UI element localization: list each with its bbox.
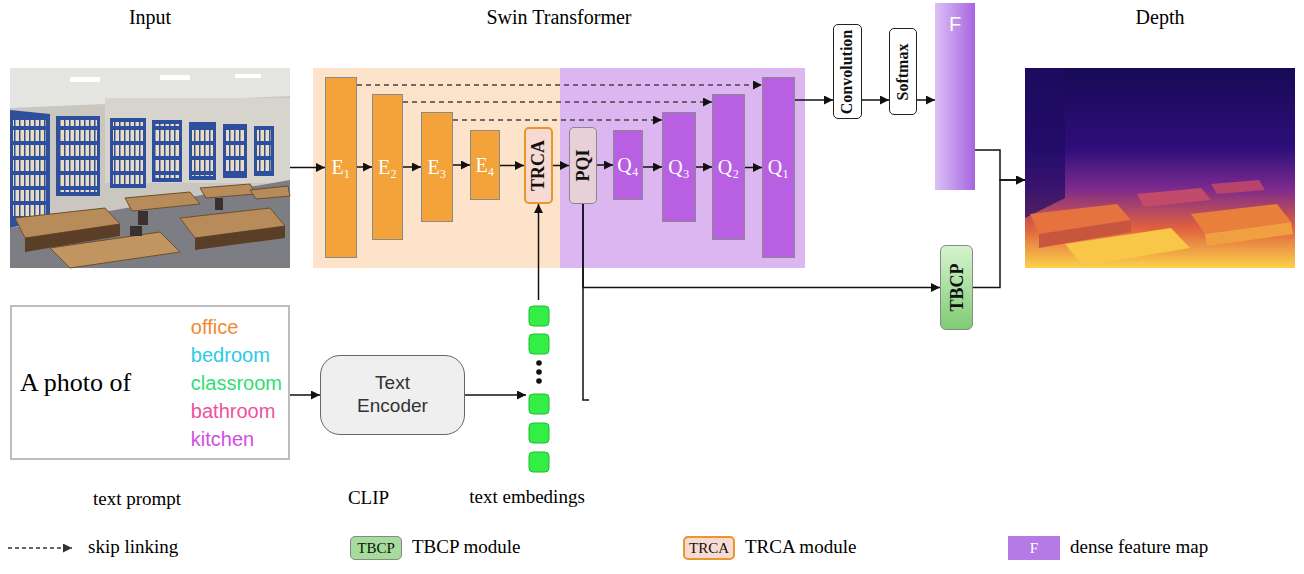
input-image: Input (10, 68, 290, 268)
text-encoder: Text EncoderCLIP (320, 355, 465, 435)
legend-anchor: skip linking (88, 536, 178, 558)
connector (696, 166, 712, 168)
prompt-word: bathroom (191, 397, 276, 425)
connector (290, 394, 320, 396)
connector (403, 166, 421, 168)
connector (745, 167, 762, 169)
embedding-column (529, 306, 549, 472)
connector (917, 99, 935, 101)
text-embeddings: text embedings (526, 300, 589, 476)
connector (862, 99, 889, 101)
node-label: text embedings (469, 486, 585, 507)
label-anchor: CLIP (348, 487, 389, 509)
swatch-label: TBCP (357, 540, 395, 557)
label-anchor: text embedings (469, 486, 585, 508)
classroom-photo (10, 68, 290, 268)
node-label: Q₂ (718, 156, 739, 179)
label-anchor: Swin Transformer (486, 6, 631, 29)
skip-link (453, 119, 662, 120)
trca-module: TRCA (524, 127, 553, 204)
node-label: Convolution (839, 29, 857, 113)
node-label: text prompt (93, 488, 181, 509)
connector (973, 180, 1025, 288)
pqi-module: PQI (569, 127, 597, 204)
encoder-stage: E₄ (470, 130, 500, 200)
node-label: Swin Transformer (486, 6, 631, 28)
legend-anchor: dense feature map (1070, 536, 1208, 558)
prompt-word: kitchen (191, 425, 254, 453)
node-label: Depth (1136, 6, 1185, 28)
encoder-stage: E₂ (372, 94, 403, 240)
node-label: Text Encoder (339, 372, 446, 418)
node-label: PQI (573, 149, 594, 181)
node-label: E₂ (378, 156, 397, 179)
node-label: Q₄ (617, 154, 638, 177)
legend-anchor: TRCA module (745, 536, 856, 558)
prompt-word: classroom (191, 369, 282, 397)
legend-text: TRCA module (745, 536, 856, 557)
node-label: Input (129, 6, 171, 28)
connector (975, 150, 1025, 180)
decoder-stage: Q₄ (613, 130, 643, 200)
node-label: Softmax (894, 43, 912, 100)
legend-dashed-sample (8, 548, 72, 549)
word-column: officebedroomclassroombathroomkitchen (191, 313, 282, 453)
swatch-label: TRCA (689, 540, 729, 557)
node-label: E₄ (475, 154, 494, 177)
node-label: Q₁ (768, 156, 789, 179)
tbcp-module: TBCP (940, 245, 973, 330)
swatch-label: F (1030, 540, 1038, 557)
label-anchor: text prompt (93, 488, 181, 510)
legend-swatch: F (1008, 536, 1060, 560)
legend-text: skip linking (88, 536, 178, 557)
label-anchor: Depth (1136, 6, 1185, 29)
node-label: TRCA (528, 140, 549, 191)
convolution-op: Convolution (833, 24, 862, 118)
swin-transformer-band: Swin TransformerE₁E₂E₃E₄TRCAPQIQ₄Q₃Q₂Q₁ (313, 68, 805, 268)
connector (795, 99, 833, 101)
connector (357, 166, 372, 168)
connector (290, 167, 325, 169)
prompt-word: office (191, 313, 238, 341)
node-label: A photo of (20, 368, 131, 398)
swin-band-fill (313, 68, 805, 268)
decoder-stage: Q₁ (762, 77, 795, 258)
connector (583, 204, 589, 400)
encoder-stage: E₁ (325, 77, 357, 258)
legend-anchor: TBCP module (412, 536, 521, 558)
encoder-stage: E₃ (421, 112, 453, 222)
connector (597, 164, 613, 166)
connector (553, 165, 569, 167)
node-label: E₁ (331, 156, 350, 179)
text-prompt-box: A photo of officebedroomclassroombathroom… (10, 305, 290, 460)
node-label: TBCP (946, 263, 967, 311)
connector (465, 394, 526, 396)
dense-feature-map: F (935, 3, 975, 190)
legend-text: dense feature map (1070, 536, 1208, 557)
node-label: Q₃ (668, 156, 689, 179)
depth-image: Depth (1025, 68, 1295, 268)
depth-map-image (1025, 68, 1295, 268)
skip-link (357, 84, 762, 85)
legend-swatch: TRCA (683, 536, 735, 560)
connector (453, 164, 470, 166)
connector (500, 165, 524, 167)
node-label: CLIP (348, 487, 389, 508)
skip-link (403, 101, 712, 102)
legend-text: TBCP module (412, 536, 521, 557)
connector (643, 166, 662, 168)
prompt-word: bedroom (191, 341, 270, 369)
decoder-stage: Q₂ (712, 94, 745, 240)
legend-swatch: TBCP (350, 536, 402, 560)
label-anchor: Input (129, 6, 171, 29)
node-label: F (949, 13, 961, 36)
decoder-stage: Q₃ (662, 112, 696, 222)
connector (538, 204, 540, 300)
node-label: E₃ (427, 156, 446, 179)
softmax-op: Softmax (889, 28, 917, 115)
